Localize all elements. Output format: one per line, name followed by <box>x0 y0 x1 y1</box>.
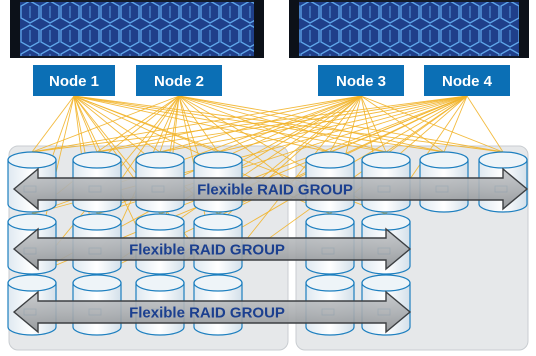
disk-drive-top <box>7 274 57 292</box>
disk-drive-top <box>193 151 243 169</box>
raid-group-arrow-shape <box>12 167 529 211</box>
disk-drive-top <box>305 151 355 169</box>
disk-drive-top <box>361 151 411 169</box>
disk-drive-top <box>72 151 122 169</box>
disk-drive-top <box>72 274 122 292</box>
connection-line <box>217 95 362 153</box>
disk-drive-top <box>7 213 57 231</box>
raid-group-arrow-shape <box>12 227 412 271</box>
connection-line <box>360 95 445 153</box>
node-4: Node 4 <box>424 65 510 96</box>
node-3: Node 3 <box>318 65 404 96</box>
connection-line <box>159 95 468 153</box>
connection-line <box>159 95 362 153</box>
raid-group-arrow: Flexible RAID GROUP <box>12 290 412 334</box>
node-4-label: Node 4 <box>442 73 493 90</box>
raid-group-arrow: Flexible RAID GROUP <box>12 227 412 271</box>
connection-line <box>96 95 362 153</box>
connection-line <box>31 95 180 153</box>
node-3-label: Node 3 <box>336 73 386 90</box>
disk-drive-top <box>305 274 355 292</box>
disk-drive-top <box>361 274 411 292</box>
connection-line <box>329 95 362 153</box>
connection-line <box>159 95 180 153</box>
disk-drive-top <box>7 151 57 169</box>
node-label-layer: Node 1 Node 2 Node 3 Node 4 <box>33 65 510 96</box>
node-1-label: Node 1 <box>49 73 99 90</box>
disk-drive-top <box>361 213 411 231</box>
connection-line <box>73 95 161 153</box>
connection-line <box>466 95 504 153</box>
connection-line <box>217 95 468 153</box>
node-1-box <box>33 65 115 96</box>
connection-line <box>31 95 468 153</box>
disk-drive-top <box>135 274 185 292</box>
connection-line <box>31 95 362 153</box>
disk-drive-top <box>193 213 243 231</box>
disk-drive-top <box>135 213 185 231</box>
disk-drive-top <box>478 151 528 169</box>
server-chassis-right <box>289 0 529 58</box>
connection-line <box>96 95 468 153</box>
node-4-box <box>424 65 510 96</box>
disk-drive-top <box>305 213 355 231</box>
connection-line <box>360 95 504 153</box>
connection-line <box>96 95 180 153</box>
disk-drive-top <box>419 151 469 169</box>
connection-line <box>73 95 331 153</box>
connection-line <box>73 95 98 153</box>
node-2-box <box>136 65 222 96</box>
node-2: Node 2 <box>136 65 222 96</box>
raid-group-label: Flexible RAID GROUP <box>129 305 285 322</box>
disk-drive-top <box>193 274 243 292</box>
connection-line <box>31 95 75 153</box>
node-2-label: Node 2 <box>154 73 204 90</box>
raid-group-label: Flexible RAID GROUP <box>129 242 285 259</box>
connection-line <box>360 95 387 153</box>
server-chassis-left <box>10 0 264 58</box>
raid-group-layer: Flexible RAID GROUP Flexible RAID GROUP Fl… <box>12 167 529 334</box>
raid-group-label: Flexible RAID GROUP <box>197 182 353 199</box>
node-1: Node 1 <box>33 65 115 96</box>
server-layer <box>10 0 529 58</box>
disk-drive-top <box>135 151 185 169</box>
raid-group-arrow: Flexible RAID GROUP <box>12 167 529 211</box>
disk-drive-top <box>72 213 122 231</box>
node-3-box <box>318 65 404 96</box>
raid-group-arrow-shape <box>12 290 412 334</box>
connection-line <box>443 95 468 153</box>
